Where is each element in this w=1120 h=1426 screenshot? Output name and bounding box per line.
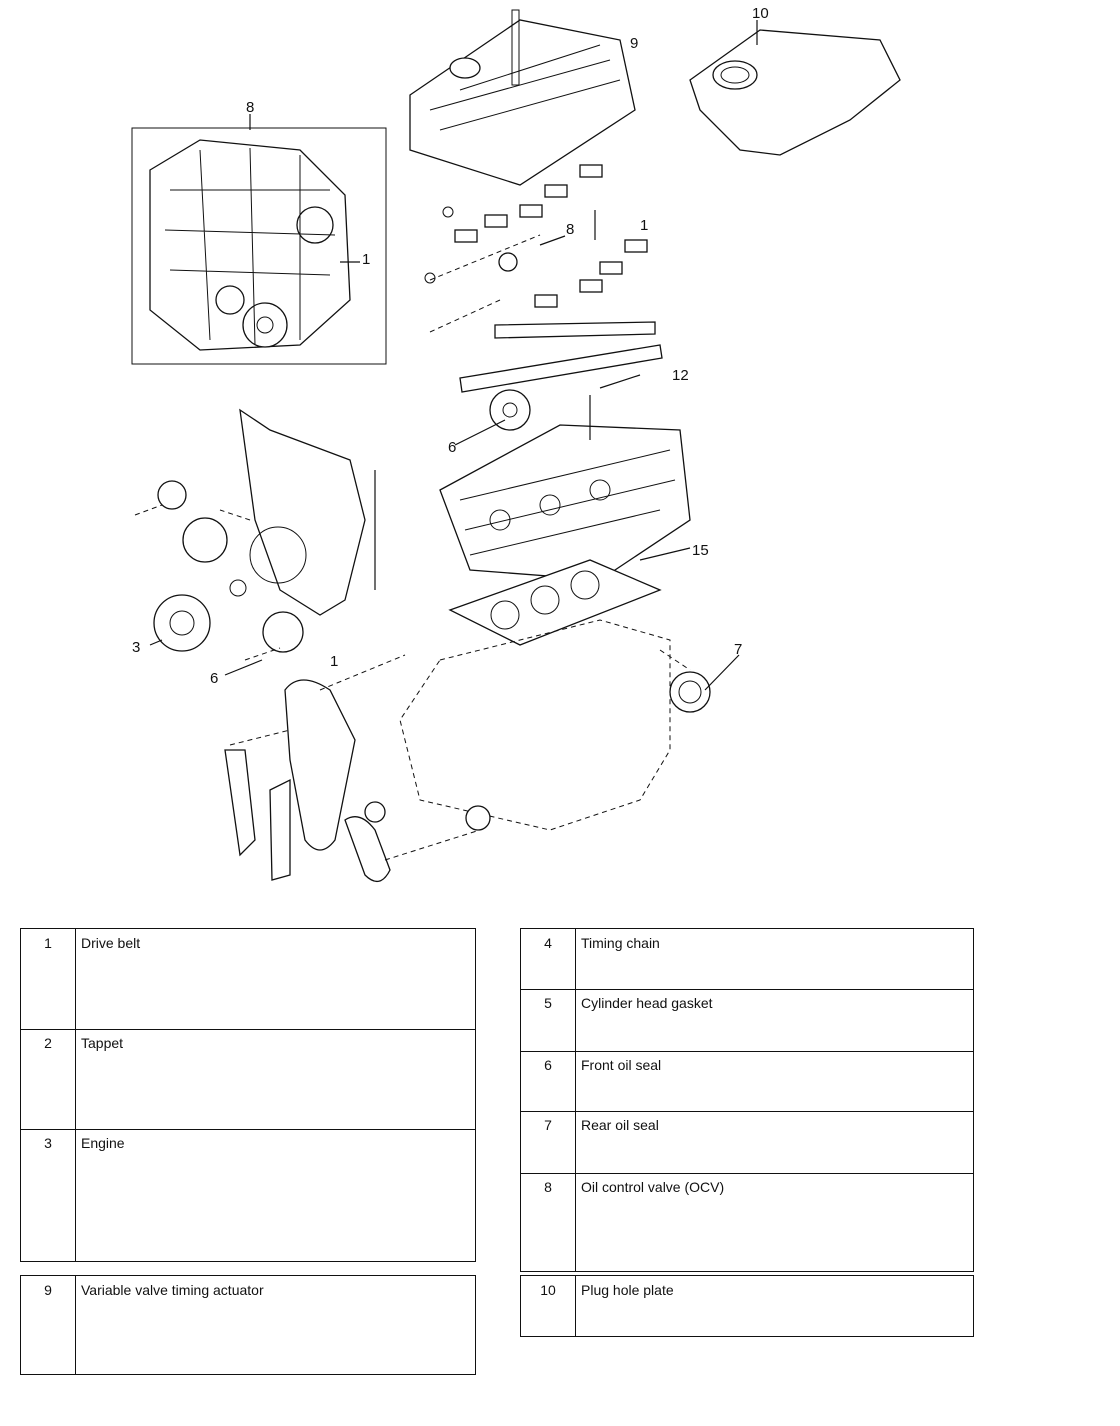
legend-table-left-lower: 9 Variable valve timing actuator xyxy=(20,1275,476,1375)
callout-12: 12 xyxy=(672,367,689,384)
legend-table-right: 4 Timing chain 5 Cylinder head gasket 6 Front… xyxy=(520,928,974,1272)
engine-cover xyxy=(689,29,901,156)
callout-9: 9 xyxy=(630,35,638,52)
callout-8: 8 xyxy=(246,99,254,116)
head-gasket xyxy=(448,559,662,646)
legend-column-divider xyxy=(75,929,76,1261)
cylinder-head-cover xyxy=(409,9,636,186)
legend-table-right-lower: 10 Plug hole plate xyxy=(520,1275,974,1337)
legend-label: Tappet xyxy=(81,1035,124,1051)
legend-row-divider xyxy=(521,1173,973,1174)
legend-row-divider xyxy=(521,989,973,990)
camshaft-caps xyxy=(424,164,648,308)
engine-illustration xyxy=(149,139,351,351)
rear-oil-seal xyxy=(669,671,711,713)
legend-number: 8 xyxy=(544,1179,552,1195)
legend-column-divider xyxy=(75,1276,76,1374)
legend-label: Engine xyxy=(81,1135,125,1151)
legend-column-divider xyxy=(575,929,576,1271)
callout-15: 15 xyxy=(692,542,709,559)
legend-row-divider xyxy=(521,1051,973,1052)
legend-label: Variable valve timing actuator xyxy=(81,1282,264,1298)
legend-number: 2 xyxy=(44,1035,52,1051)
leader-lines xyxy=(134,20,758,861)
legend-number: 9 xyxy=(44,1282,52,1298)
cylinder-block-outline xyxy=(399,619,671,831)
timing-chain-assembly xyxy=(224,679,491,882)
callout-8: 8 xyxy=(566,221,574,238)
legend-number: 4 xyxy=(544,935,552,951)
legend-table-left: 1 Drive belt 2 Tappet 3 Engine xyxy=(20,928,476,1262)
callout-1: 1 xyxy=(362,251,370,268)
pulleys xyxy=(153,480,304,653)
legend-number: 10 xyxy=(540,1282,556,1298)
legend-row-divider xyxy=(21,1129,475,1130)
exploded-engine-diagram: 8 9 10 8 1 12 6 15 1 3 6 7 1 xyxy=(131,5,901,882)
legend-column-divider xyxy=(575,1276,576,1336)
legend-row-divider xyxy=(521,1111,973,1112)
legend-row: 6 Front oil seal xyxy=(521,1051,973,1111)
callout-1: 1 xyxy=(640,217,648,234)
callout-6: 6 xyxy=(448,439,456,456)
callout-labels: 8 9 10 8 1 12 6 15 1 3 6 7 1 xyxy=(132,5,769,687)
legend-row-divider xyxy=(21,1029,475,1030)
legend-row: 10 Plug hole plate xyxy=(521,1276,973,1338)
timing-cover xyxy=(239,408,366,616)
legend-row: 7 Rear oil seal xyxy=(521,1111,973,1173)
callout-7: 7 xyxy=(734,641,742,658)
camshafts xyxy=(459,321,663,431)
legend-label: Cylinder head gasket xyxy=(581,995,713,1011)
legend-number: 7 xyxy=(544,1117,552,1133)
legend-number: 5 xyxy=(544,995,552,1011)
legend-row: 5 Cylinder head gasket xyxy=(521,989,973,1051)
legend-row: 8 Oil control valve (OCV) xyxy=(521,1173,973,1273)
callout-10: 10 xyxy=(752,5,769,22)
legend-row: 4 Timing chain xyxy=(521,929,973,989)
callout-1: 1 xyxy=(330,653,338,670)
callout-3: 3 xyxy=(132,639,140,656)
legend-row: 2 Tappet xyxy=(21,1029,475,1129)
legend-number: 6 xyxy=(544,1057,552,1073)
callout-6: 6 xyxy=(210,670,218,687)
legend-row: 9 Variable valve timing actuator xyxy=(21,1276,475,1376)
engine-inset-frame xyxy=(131,127,387,365)
legend-label: Timing chain xyxy=(581,935,660,951)
legend-number: 1 xyxy=(44,935,52,951)
cylinder-head xyxy=(439,424,691,581)
legend-label: Drive belt xyxy=(81,935,141,951)
legend-label: Rear oil seal xyxy=(581,1117,659,1133)
legend-label: Front oil seal xyxy=(581,1057,662,1073)
legend-row: 1 Drive belt xyxy=(21,929,475,1029)
legend-label: Oil control valve (OCV) xyxy=(581,1179,725,1195)
legend-label: Plug hole plate xyxy=(581,1282,674,1298)
legend-number: 3 xyxy=(44,1135,52,1151)
legend-row: 3 Engine xyxy=(21,1129,475,1263)
